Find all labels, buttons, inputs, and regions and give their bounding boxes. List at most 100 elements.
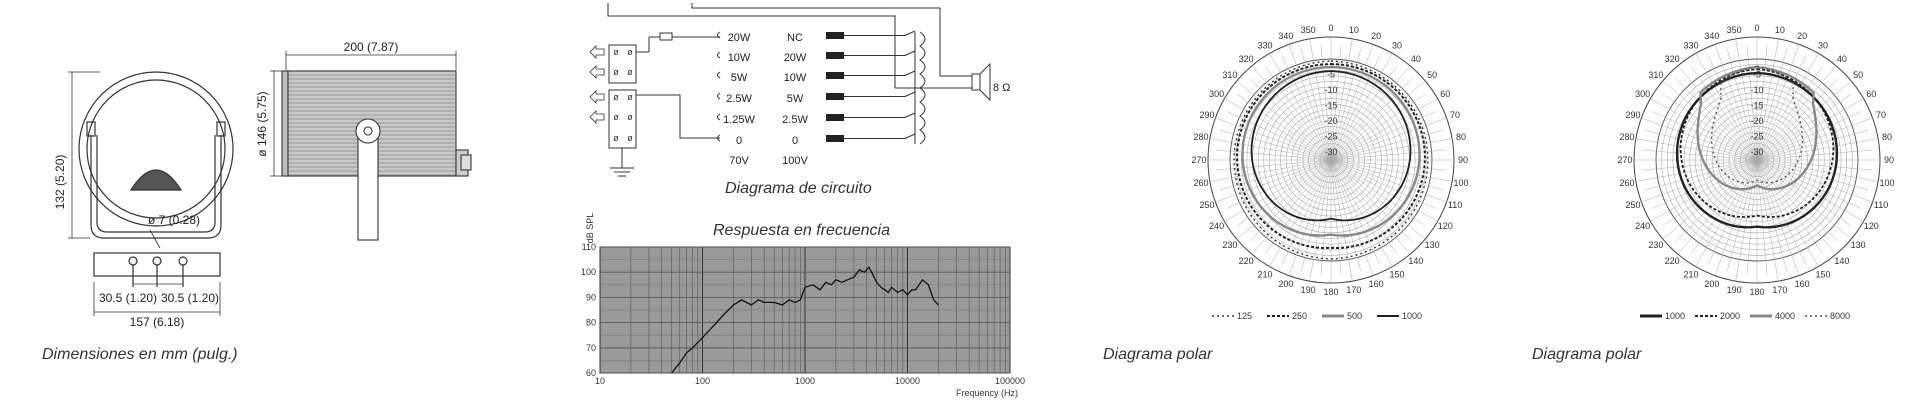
polar-angle-label: 150 <box>1815 269 1830 279</box>
freq-y-tick-label: 80 <box>586 318 596 328</box>
polar-spoke <box>1708 159 1758 265</box>
terminal-screw: ø <box>627 47 633 57</box>
polar-spoke <box>1652 159 1758 209</box>
polar-spoke <box>1330 159 1426 240</box>
polar-angle-label: 0 <box>1328 23 1333 33</box>
polar-spoke <box>1675 78 1758 161</box>
polar-spoke <box>1330 159 1453 182</box>
tap-70v-label: 5W <box>731 72 748 84</box>
polar-spoke <box>1251 159 1332 255</box>
polar-spoke <box>1756 80 1852 161</box>
tap-70v-label: 10W <box>728 52 751 64</box>
polar-spoke <box>1756 159 1788 272</box>
tap-100v-label: 0 <box>792 135 798 147</box>
polar-angle-label: 200 <box>1278 279 1293 289</box>
speaker-side-view <box>281 70 472 241</box>
polar-spoke <box>1330 111 1436 161</box>
polar-spoke <box>1288 44 1332 161</box>
terminal-screw: ø <box>627 67 633 77</box>
polar-angle-label: 10 <box>1775 25 1785 35</box>
polar-spoke <box>1714 44 1758 161</box>
polar-spoke <box>1756 129 1869 161</box>
dimensions-caption: Dimensiones en mm (pulg.) <box>42 346 238 363</box>
polar-spoke <box>1330 65 1411 161</box>
polar-spoke <box>1330 159 1374 276</box>
polar-spoke <box>1330 38 1353 161</box>
polar-spoke <box>1251 65 1332 161</box>
polar-spoke <box>1330 44 1374 161</box>
freq-y-tick-label: 110 <box>582 242 596 252</box>
polar-legend-label: 8000 <box>1830 311 1850 321</box>
polar-spoke <box>1650 98 1758 161</box>
dim-base-width: 157 (6.18) <box>130 315 185 329</box>
polar-angle-label: 250 <box>1199 200 1214 210</box>
polar-angle-label: 20 <box>1797 31 1807 41</box>
polar-angle-label: 80 <box>1456 132 1466 142</box>
polar-angle-label: 0 <box>1754 23 1759 33</box>
tap-jack <box>717 92 721 100</box>
polar-spoke <box>1756 159 1800 276</box>
polar-spoke <box>1330 53 1393 161</box>
tap-wire <box>904 30 916 36</box>
polar-angle-label: 50 <box>1427 70 1437 80</box>
polar1-caption: Diagrama polar <box>1103 346 1213 363</box>
polar-spoke <box>1219 129 1332 161</box>
polar-radial-tick: -15 <box>1750 101 1763 111</box>
polar-spoke <box>1756 159 1824 255</box>
polar-legend-label: 250 <box>1292 311 1307 321</box>
polar-spoke <box>1320 159 1332 275</box>
polar-spoke <box>1645 129 1758 161</box>
polar-spoke <box>1756 159 1872 171</box>
polar-angle-label: 160 <box>1369 279 1384 289</box>
polar-spoke <box>1756 159 1839 242</box>
polar-angle-label: 120 <box>1864 221 1879 231</box>
polar-spoke <box>1330 159 1438 222</box>
tap-100v-label: NC <box>787 32 803 44</box>
polar-angle-label: 180 <box>1749 287 1764 297</box>
polar-angle-label: 30 <box>1818 41 1828 51</box>
tap-70v-label: 20W <box>728 32 751 44</box>
polar-response-curve <box>1236 63 1426 250</box>
polar-spoke <box>1330 45 1342 161</box>
polar-spoke <box>1236 80 1332 161</box>
polar-spoke <box>1756 117 1873 161</box>
circuit-caption: Diagrama de circuito <box>725 180 872 197</box>
dim-spacing-right: 30.5 (1.20) <box>161 291 219 305</box>
polar-spoke <box>1756 53 1819 161</box>
tap-jack <box>717 113 721 121</box>
polar-spoke <box>1249 159 1332 242</box>
polar-radial-tick: -20 <box>1324 116 1337 126</box>
polar-spoke <box>1726 159 1758 272</box>
polar-spoke <box>1677 65 1758 161</box>
tap-jack <box>717 51 721 59</box>
polar-spoke <box>1756 78 1839 161</box>
polar2-caption: Diagrama polar <box>1532 346 1642 363</box>
polar-spoke <box>1330 80 1426 161</box>
polar-spoke <box>1645 159 1758 191</box>
freq-x-tick-label: 100 <box>695 376 710 386</box>
polar-spoke <box>1330 159 1393 267</box>
polar-spoke <box>1642 159 1758 171</box>
terminal-screw: ø <box>613 112 619 122</box>
polar-spoke <box>1219 159 1332 191</box>
polar-spoke <box>1226 159 1332 209</box>
polar-spoke <box>1708 55 1758 161</box>
polar-response-curve <box>1241 65 1421 237</box>
polar-spoke <box>1330 159 1447 203</box>
polar-response-curve <box>1250 70 1412 222</box>
polar-angle-label: 10 <box>1349 25 1359 35</box>
polar-spoke <box>1662 93 1758 161</box>
polar-radial-tick: -5 <box>1327 70 1335 80</box>
polar-spoke <box>1690 65 1758 161</box>
polar-angle-label: 210 <box>1257 269 1272 279</box>
polar-spoke <box>1756 48 1788 161</box>
polar-spoke <box>1756 138 1879 161</box>
tap-terminal <box>826 52 844 59</box>
polar-radial-tick: -25 <box>1324 132 1337 142</box>
polar-legend-label: 1000 <box>1665 311 1685 321</box>
tap-wire <box>904 70 916 76</box>
polar-angle-label: 40 <box>1411 54 1421 64</box>
polar-spoke <box>1695 159 1758 267</box>
polar-spoke <box>1330 159 1342 275</box>
